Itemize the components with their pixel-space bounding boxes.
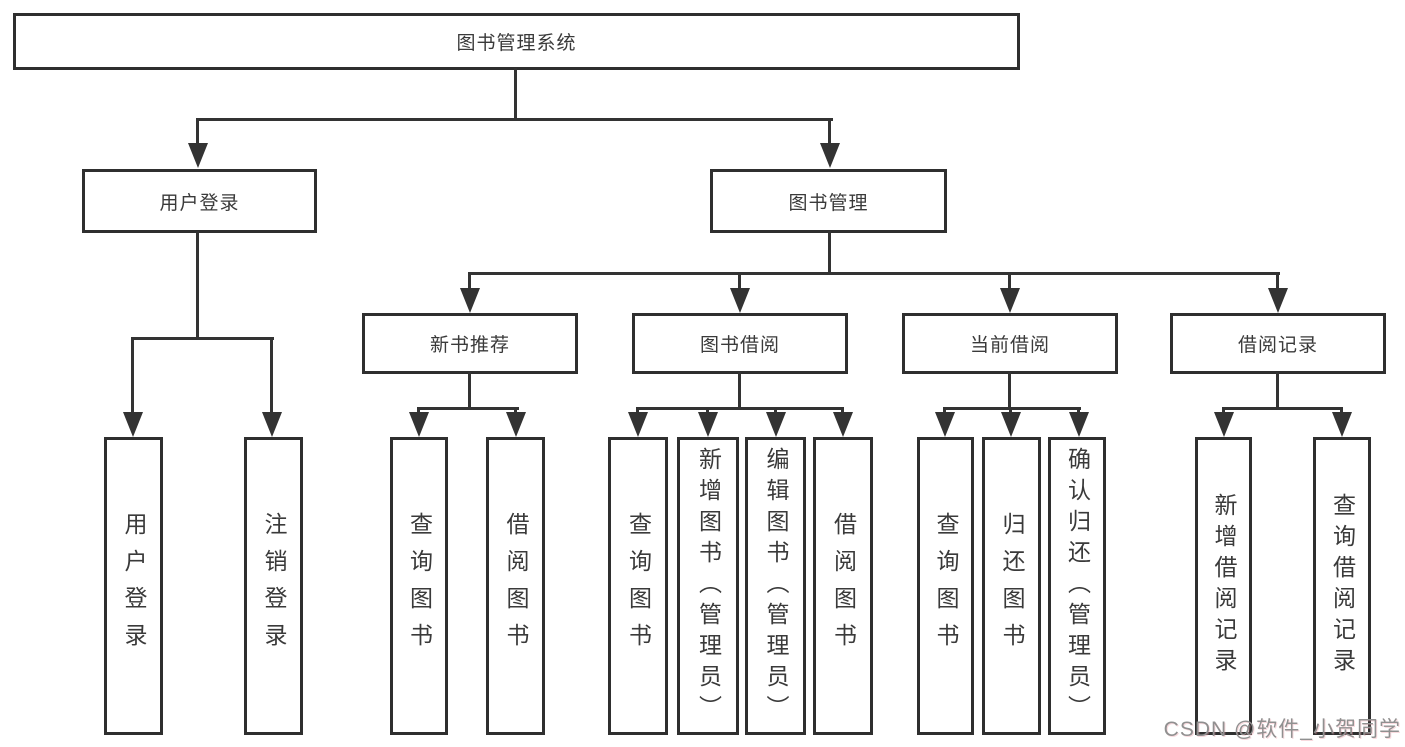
connector-line <box>636 407 639 416</box>
connector-line <box>828 231 831 275</box>
connector-line <box>841 407 844 416</box>
arrow-down-icon <box>506 412 526 437</box>
arrow-down-icon <box>1332 412 1352 437</box>
leaf-user-login: 用户登录 <box>104 437 163 735</box>
leaf-query-books-borrowing-label: 查询图书 <box>625 512 652 660</box>
connector-line <box>468 272 1280 275</box>
leaf-query-books-borrowing: 查询图书 <box>608 437 668 735</box>
arrow-down-icon <box>188 143 208 168</box>
leaf-return-books-label: 归还图书 <box>999 512 1025 660</box>
arrow-down-icon <box>628 412 648 437</box>
arrow-down-icon <box>766 412 786 437</box>
arrow-down-icon <box>123 412 143 437</box>
leaf-query-books-current-label: 查询图书 <box>933 512 959 660</box>
node-book-borrowing: 图书借阅 <box>632 313 848 374</box>
leaf-add-borrow-record-label: 新增借阅记录 <box>1211 493 1237 679</box>
connector-line <box>943 407 1081 410</box>
node-current-borrowing: 当前借阅 <box>902 313 1118 374</box>
connector-line <box>1276 272 1279 292</box>
connector-line <box>738 372 741 410</box>
connector-line <box>417 407 519 410</box>
connector-line <box>943 407 946 416</box>
connector-line <box>1222 407 1225 416</box>
leaf-query-borrow-record: 查询借阅记录 <box>1313 437 1371 735</box>
leaf-query-books-recommend-label: 查询图书 <box>406 512 433 660</box>
node-root: 图书管理系统 <box>13 13 1020 70</box>
arrow-down-icon <box>1069 412 1089 437</box>
leaf-query-books-recommend: 查询图书 <box>390 437 448 735</box>
leaf-borrow-books-recommend: 借阅图书 <box>486 437 545 735</box>
arrow-down-icon <box>460 288 480 313</box>
leaf-return-books: 归还图书 <box>982 437 1041 735</box>
node-user-login: 用户登录 <box>82 169 317 233</box>
node-borrowing-records: 借阅记录 <box>1170 313 1386 374</box>
connector-line <box>514 407 517 416</box>
connector-line <box>738 272 741 292</box>
connector-line <box>1077 407 1080 416</box>
arrow-down-icon <box>1268 288 1288 313</box>
arrow-down-icon <box>820 143 840 168</box>
connector-line <box>1340 407 1343 416</box>
arrow-down-icon <box>1001 412 1021 437</box>
leaf-query-books-current: 查询图书 <box>917 437 974 735</box>
arrow-down-icon <box>262 412 282 437</box>
connector-line <box>1276 372 1279 410</box>
leaf-logout: 注销登录 <box>244 437 303 735</box>
leaf-logout-label: 注销登录 <box>261 512 287 660</box>
connector-line <box>417 407 420 416</box>
connector-line <box>196 118 833 121</box>
leaf-confirm-return-admin-label: 确认归还（管理员） <box>1064 446 1091 726</box>
leaf-user-login-label: 用户登录 <box>121 512 147 660</box>
connector-line <box>131 337 134 415</box>
leaf-query-borrow-record-label: 查询借阅记录 <box>1329 493 1356 679</box>
arrow-down-icon <box>409 412 429 437</box>
connector-line <box>1008 372 1011 410</box>
leaf-add-borrow-record: 新增借阅记录 <box>1195 437 1252 735</box>
leaf-borrow-books-borrowing-label: 借阅图书 <box>830 512 857 660</box>
connector-line <box>1009 407 1012 416</box>
leaf-edit-book-admin-label: 编辑图书（管理员） <box>763 446 789 726</box>
arrow-down-icon <box>1214 412 1234 437</box>
leaf-borrow-books-recommend-label: 借阅图书 <box>503 512 529 660</box>
node-new-book-recommendation: 新书推荐 <box>362 313 578 374</box>
connector-line <box>828 118 831 146</box>
csdn-watermark: CSDN @软件_小贺同学 <box>1163 718 1401 741</box>
connector-line <box>774 407 777 416</box>
connector-line <box>1008 272 1011 292</box>
arrow-down-icon <box>698 412 718 437</box>
connector-line <box>131 337 274 340</box>
connector-line <box>196 231 199 340</box>
connector-line <box>468 372 471 410</box>
connector-line <box>706 407 709 416</box>
connector-line <box>636 407 844 410</box>
leaf-edit-book-admin: 编辑图书（管理员） <box>745 437 806 735</box>
arrow-down-icon <box>833 412 853 437</box>
leaf-borrow-books-borrowing: 借阅图书 <box>813 437 873 735</box>
leaf-add-book-admin: 新增图书（管理员） <box>677 437 739 735</box>
connector-line <box>1222 407 1343 410</box>
connector-line <box>514 68 517 120</box>
arrow-down-icon <box>730 288 750 313</box>
connector-line <box>468 272 471 292</box>
leaf-confirm-return-admin: 确认归还（管理员） <box>1048 437 1106 735</box>
arrow-down-icon <box>1000 288 1020 313</box>
connector-line <box>196 118 199 146</box>
node-book-management: 图书管理 <box>710 169 947 233</box>
connector-line <box>270 337 273 415</box>
leaf-add-book-admin-label: 新增图书（管理员） <box>695 446 722 726</box>
arrow-down-icon <box>935 412 955 437</box>
